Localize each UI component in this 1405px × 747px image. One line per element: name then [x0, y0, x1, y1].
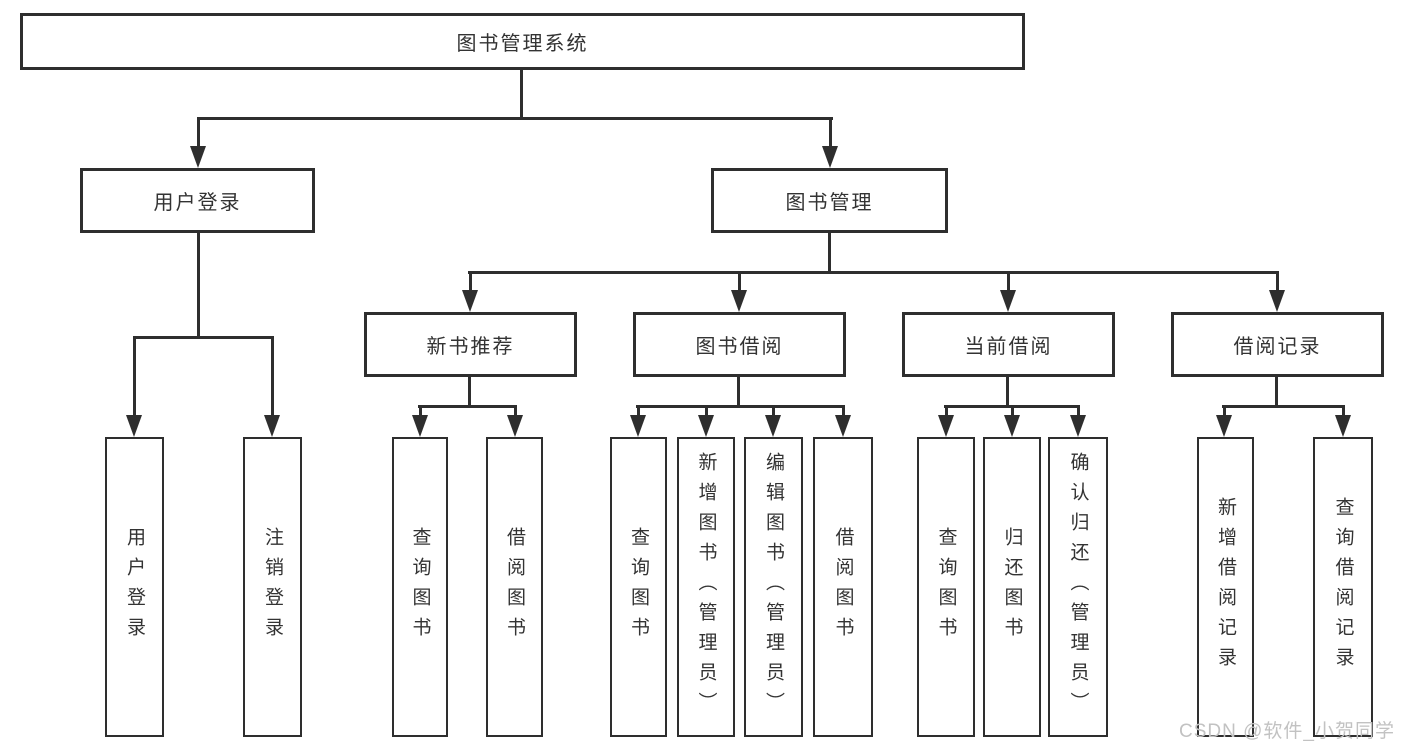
- arrow-down: [698, 415, 714, 437]
- leaf-label: 新增借阅记录: [1215, 497, 1236, 677]
- connector-vline: [197, 117, 200, 147]
- connector-vline: [1011, 405, 1014, 419]
- leaf-label: 新增图书（管理员）: [695, 452, 717, 722]
- connector-vline: [469, 271, 472, 292]
- connector-vline: [1077, 405, 1080, 419]
- connector-hline: [197, 117, 833, 120]
- connector-vline: [828, 232, 831, 274]
- leaf-label: 注销登录: [262, 527, 283, 647]
- arrow-down: [630, 415, 646, 437]
- connector-vline: [945, 405, 948, 419]
- arrow-down: [264, 415, 280, 437]
- connector-vline: [842, 405, 845, 419]
- arrow-down: [938, 415, 954, 437]
- connector-vline: [271, 336, 274, 416]
- leaf-label: 查询图书: [409, 527, 431, 647]
- connector-vline: [133, 336, 136, 416]
- connector-vline: [1275, 376, 1278, 408]
- leaf-label: 查询借阅记录: [1332, 497, 1354, 677]
- leaf-add-borrow-record: 新增借阅记录: [1197, 437, 1254, 737]
- leaf-label: 确认归还（管理员）: [1067, 452, 1089, 722]
- connector-vline: [829, 117, 832, 147]
- leaf-search-books-borrow: 查询图书: [610, 437, 667, 737]
- arrow-down: [190, 146, 206, 168]
- node-borrow-records: 借阅记录: [1171, 312, 1384, 377]
- leaf-search-books-recommend: 查询图书: [392, 437, 448, 737]
- connector-vline: [737, 376, 740, 408]
- node-book-management: 图书管理: [711, 168, 948, 233]
- node-new-book-recommend: 新书推荐: [364, 312, 577, 377]
- node-book-borrow: 图书借阅: [633, 312, 846, 377]
- node-root: 图书管理系统: [20, 13, 1025, 70]
- leaf-label: 查询图书: [628, 527, 649, 647]
- leaf-user-login: 用户登录: [105, 437, 164, 737]
- connector-vline: [705, 405, 708, 419]
- arrow-down: [462, 290, 478, 312]
- leaf-label: 编辑图书（管理员）: [763, 452, 784, 722]
- connector-hline: [636, 405, 845, 408]
- leaf-label: 归还图书: [1001, 527, 1023, 647]
- leaf-return-book: 归还图书: [983, 437, 1041, 737]
- leaf-label: 查询图书: [935, 527, 957, 647]
- connector-hline: [418, 405, 517, 408]
- node-current-borrow: 当前借阅: [902, 312, 1115, 377]
- connector-vline: [1007, 271, 1010, 292]
- connector-vline: [1223, 405, 1226, 419]
- connector-vline: [1276, 271, 1279, 292]
- arrow-down: [126, 415, 142, 437]
- leaf-edit-book-admin: 编辑图书（管理员）: [744, 437, 803, 737]
- arrow-down: [1004, 415, 1020, 437]
- arrow-down: [1000, 290, 1016, 312]
- leaf-add-book-admin: 新增图书（管理员）: [677, 437, 735, 737]
- csdn-watermark: CSDN @软件_小贺同学: [1179, 721, 1395, 742]
- leaf-borrow-books-recommend: 借阅图书: [486, 437, 543, 737]
- leaf-label: 借阅图书: [832, 527, 854, 647]
- connector-vline: [1006, 376, 1009, 408]
- connector-hline: [133, 336, 274, 339]
- connector-vline: [468, 376, 471, 408]
- connector-vline: [419, 405, 422, 419]
- connector-vline: [738, 271, 741, 292]
- arrow-down: [1216, 415, 1232, 437]
- node-user-login: 用户登录: [80, 168, 315, 233]
- arrow-down: [765, 415, 781, 437]
- arrow-down: [822, 146, 838, 168]
- connector-hline: [468, 271, 1279, 274]
- connector-vline: [1342, 405, 1345, 419]
- connector-vline: [637, 405, 640, 419]
- connector-vline: [520, 68, 523, 119]
- arrow-down: [507, 415, 523, 437]
- connector-vline: [514, 405, 517, 419]
- arrow-down: [1269, 290, 1285, 312]
- leaf-label: 用户登录: [124, 527, 145, 647]
- leaf-logout-login: 注销登录: [243, 437, 302, 737]
- connector-vline: [772, 405, 775, 419]
- leaf-label: 借阅图书: [504, 527, 525, 647]
- connector-hline: [1222, 405, 1345, 408]
- leaf-confirm-return-admin: 确认归还（管理员）: [1048, 437, 1108, 737]
- connector-vline: [197, 231, 200, 339]
- arrow-down: [835, 415, 851, 437]
- arrow-down: [412, 415, 428, 437]
- leaf-search-books-current: 查询图书: [917, 437, 975, 737]
- arrow-down: [731, 290, 747, 312]
- leaf-borrow-books: 借阅图书: [813, 437, 873, 737]
- arrow-down: [1335, 415, 1351, 437]
- arrow-down: [1070, 415, 1086, 437]
- leaf-search-borrow-record: 查询借阅记录: [1313, 437, 1373, 737]
